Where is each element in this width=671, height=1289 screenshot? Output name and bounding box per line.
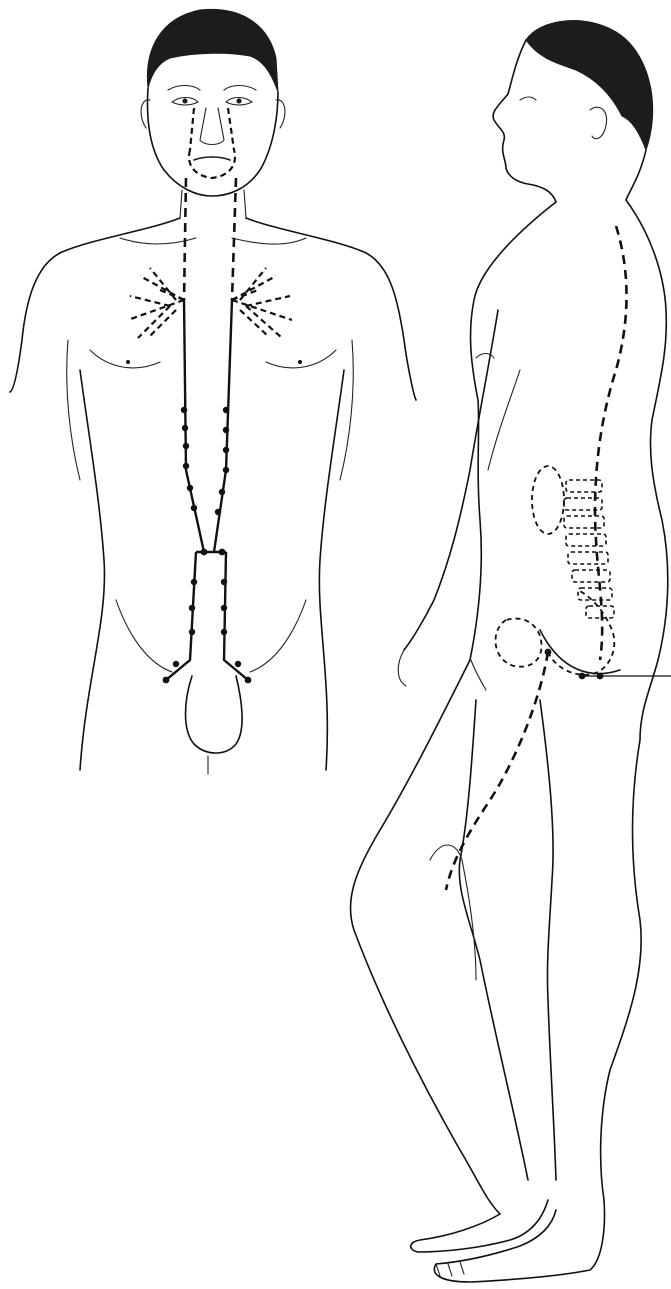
front-channel-dots: [163, 407, 252, 684]
vertebra: [568, 552, 608, 564]
pelvic-curve: [548, 590, 614, 675]
front-channel-left-upper: [184, 178, 186, 300]
side-inner-leg-b: [540, 700, 556, 1180]
channel-point: [223, 407, 229, 413]
channel-point: [163, 677, 170, 684]
side-back-torso: [626, 200, 668, 740]
front-channel: [128, 108, 292, 683]
channel-point: [223, 447, 229, 453]
front-mouth: [194, 157, 230, 160]
front-nose: [200, 108, 224, 145]
bladder: [496, 619, 542, 667]
channel-point: [221, 605, 227, 611]
front-arm-inner-right: [340, 340, 353, 480]
channel-point: [181, 407, 187, 413]
channel-point: [245, 677, 252, 684]
channel-point: [173, 661, 179, 667]
channel-point: [219, 489, 225, 495]
side-channel: [446, 226, 671, 890]
channel-point: [183, 463, 189, 469]
front-channel-face-left: [190, 108, 194, 150]
front-body-side-left: [80, 370, 104, 770]
channel-point: [189, 605, 195, 611]
channel-point: [187, 485, 193, 491]
side-hair: [526, 21, 653, 150]
front-pupil-left: [183, 99, 188, 104]
channel-point: [223, 427, 229, 433]
vertebra: [586, 606, 614, 618]
side-foot-front: [434, 1200, 604, 1282]
side-arm: [404, 310, 498, 650]
channel-point: [189, 629, 195, 635]
side-back-leg: [601, 740, 642, 1200]
front-groin-right: [250, 600, 306, 672]
side-knee-back: [430, 845, 476, 980]
channel-point: [191, 505, 197, 511]
channel-point: [235, 661, 241, 667]
side-neck-back: [626, 150, 646, 200]
front-pectoral-left: [90, 350, 160, 368]
front-channel-lower-box: [166, 552, 248, 680]
front-branches-right: [232, 268, 292, 338]
front-clavicle-right: [232, 238, 306, 244]
front-pectoral-right: [266, 350, 336, 368]
side-eye: [520, 97, 536, 100]
channel-point: [201, 549, 208, 556]
front-brow-left: [168, 86, 200, 91]
front-branches-left: [128, 268, 184, 338]
front-channel-mouth-loop: [189, 150, 235, 178]
channel-point: [191, 579, 197, 585]
front-groin-left: [116, 600, 172, 672]
side-figure: [350, 21, 667, 1282]
side-arm-inner: [488, 370, 520, 470]
front-body-side-right: [319, 370, 344, 770]
front-brow-right: [224, 86, 256, 91]
front-neck-left: [180, 190, 182, 218]
channel-point: [215, 509, 221, 515]
kidney: [532, 466, 564, 534]
channel-point: [219, 549, 226, 556]
side-channel-back: [595, 226, 627, 660]
channel-point: [221, 579, 227, 585]
front-arm-inner-left: [67, 340, 80, 480]
front-head: [148, 88, 278, 196]
front-genitals: [186, 676, 243, 753]
channel-point: [182, 425, 188, 431]
side-nipple-line: [476, 354, 494, 359]
front-neck-right: [244, 190, 246, 218]
side-foot-rear: [411, 1200, 548, 1252]
front-nipple-right: [298, 360, 302, 364]
channel-point: [221, 629, 227, 635]
vertebra: [572, 570, 610, 582]
front-pupil-right: [237, 99, 242, 104]
vertebra: [566, 534, 606, 546]
front-nipple-left: [126, 360, 130, 364]
channel-point: [545, 649, 552, 656]
side-front-leg: [350, 660, 500, 1214]
front-channel-face-right: [228, 108, 234, 150]
channel-point: [223, 467, 229, 473]
front-figure: [10, 9, 416, 774]
front-torso-outline-right: [246, 218, 416, 400]
front-hair: [147, 9, 278, 92]
side-inner-leg-a: [459, 700, 528, 1180]
side-hand: [398, 650, 406, 686]
side-ear: [590, 107, 607, 138]
side-face-profile: [493, 40, 556, 202]
side-front-torso: [470, 202, 556, 660]
channel-point: [183, 443, 189, 449]
side-groin: [470, 658, 486, 690]
vertebra: [564, 516, 604, 528]
side-buttock: [540, 630, 620, 674]
